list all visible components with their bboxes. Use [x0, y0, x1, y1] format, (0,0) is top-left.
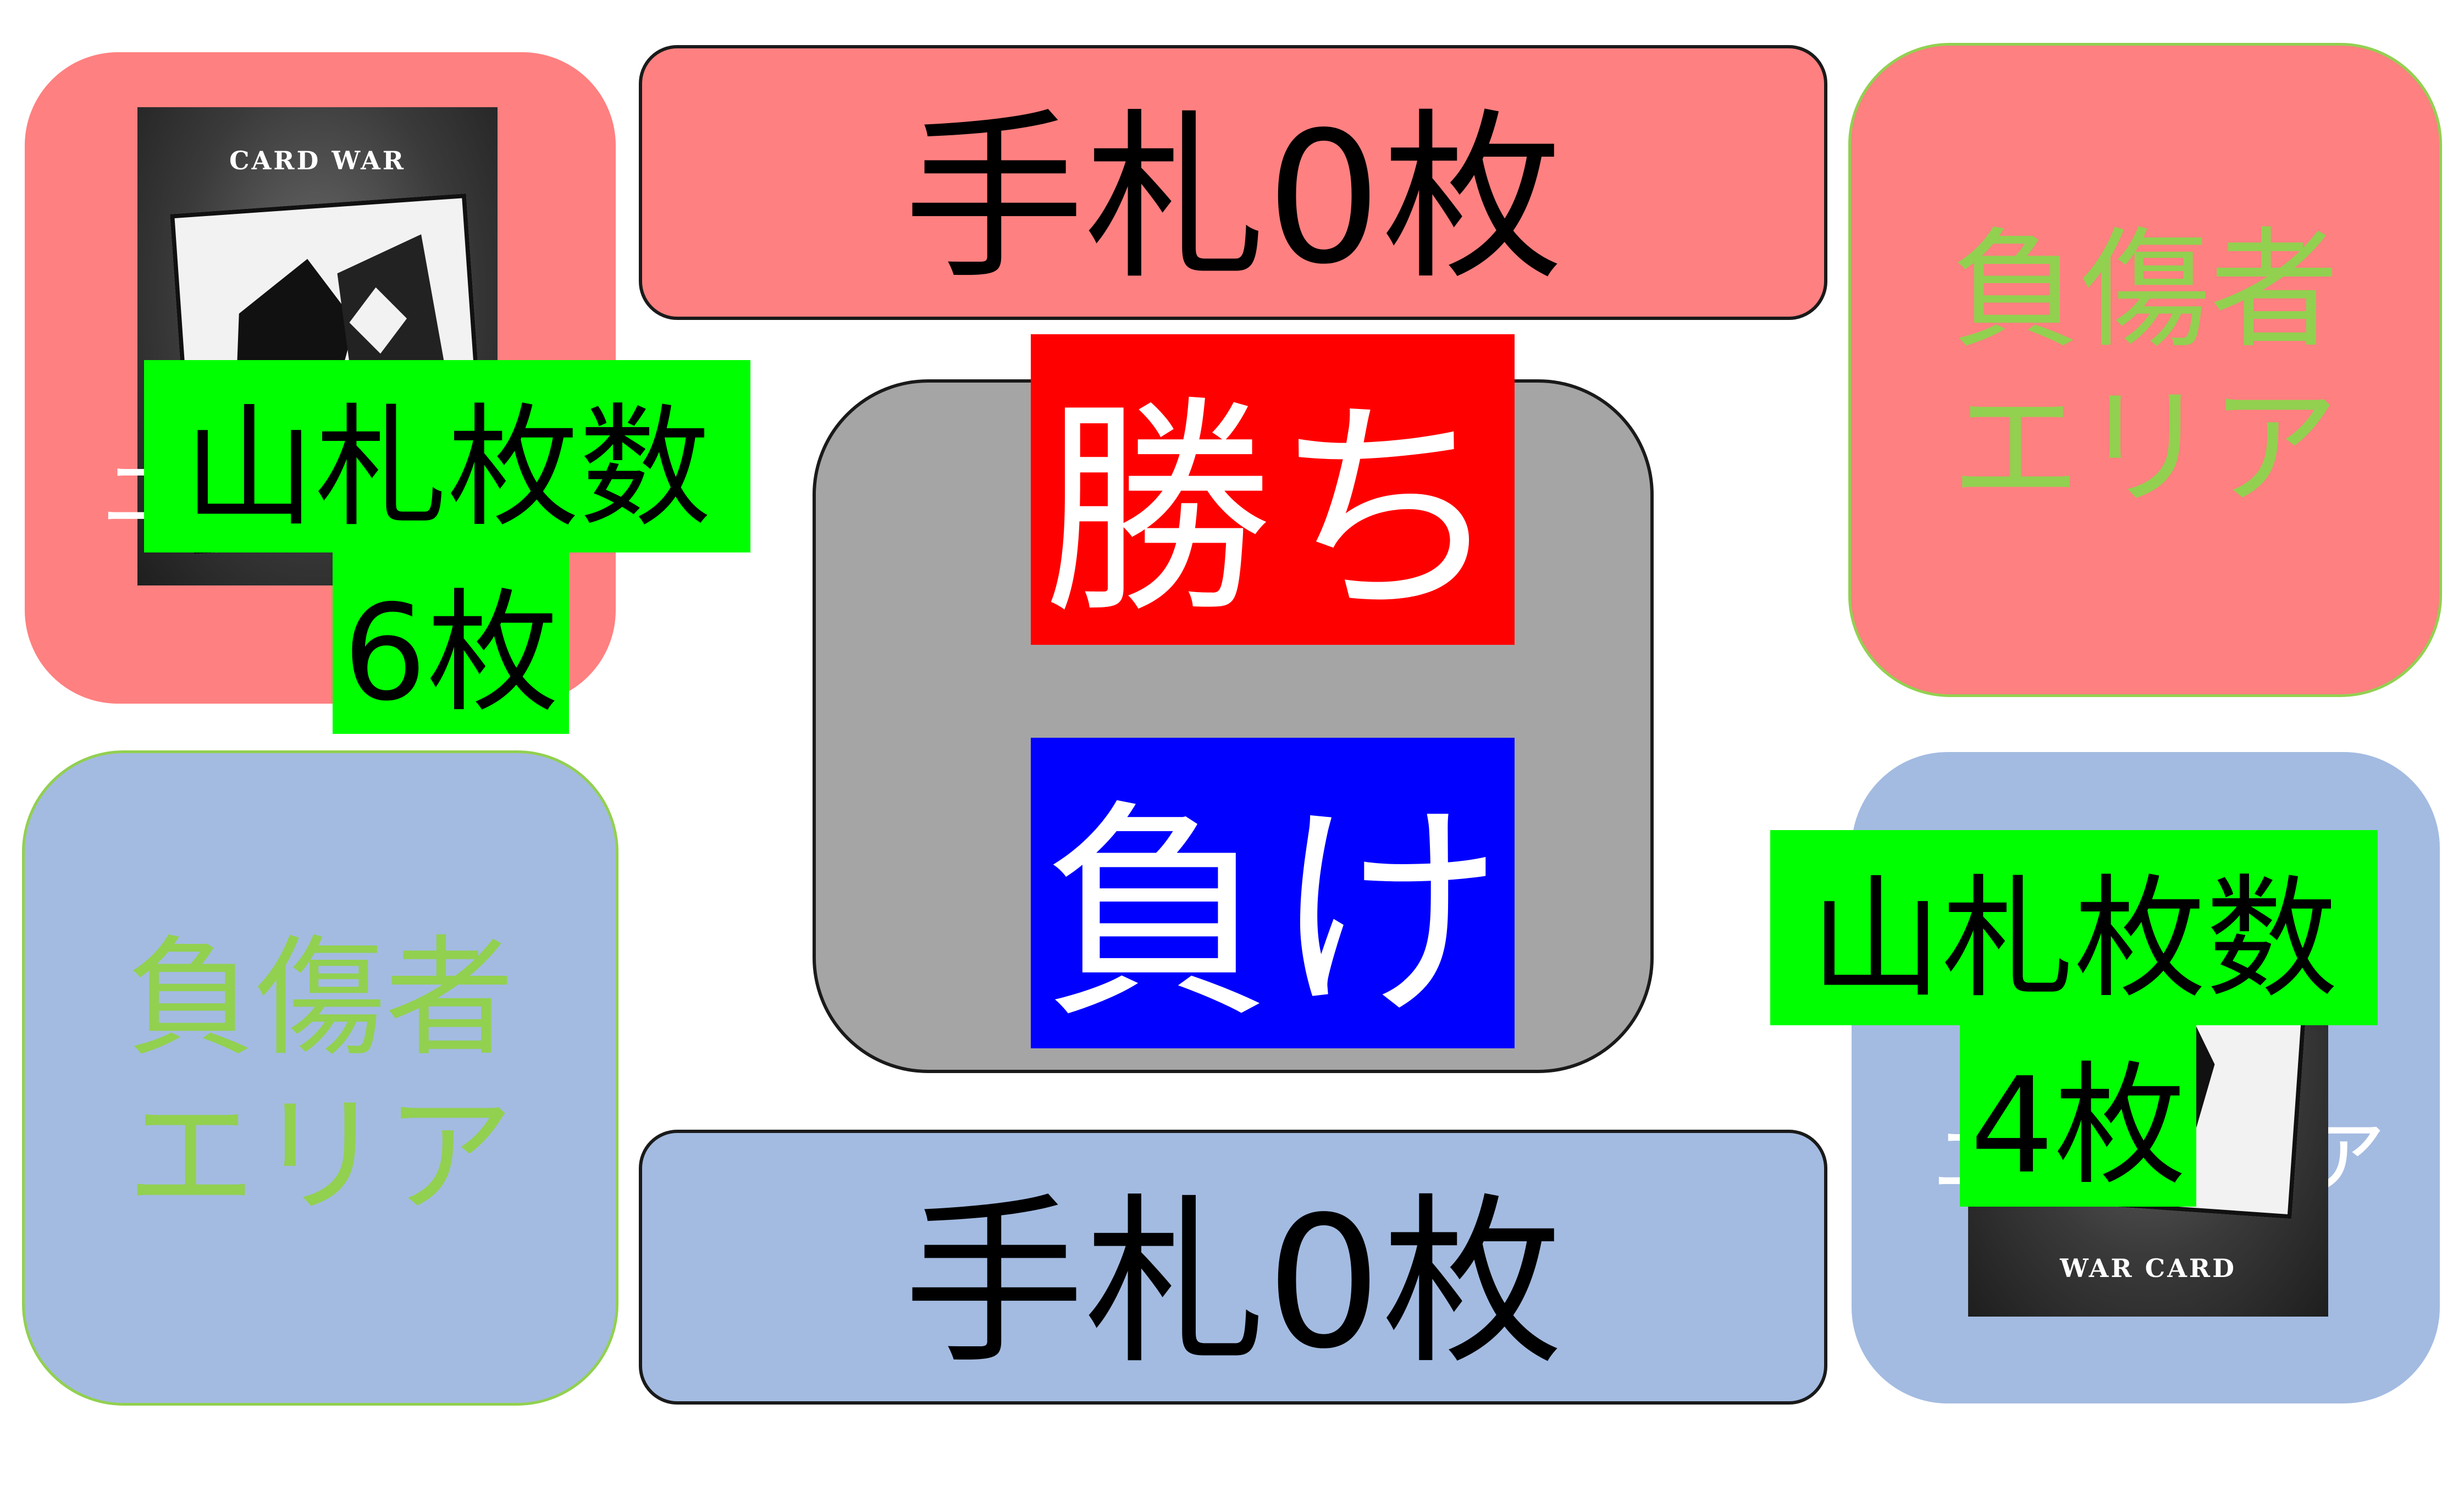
player-deck-count-value: 4枚	[1960, 1022, 2196, 1207]
opponent-hand-count: 手札0枚	[903, 93, 1563, 304]
opponent-deck-card-title: CARD WAR	[229, 146, 406, 175]
player-wounded-zone[interactable]	[22, 750, 618, 1406]
opponent-wounded-zone[interactable]	[1848, 43, 2442, 697]
opponent-wounded-label: 負傷者 エリア	[1951, 215, 2339, 523]
player-deck-card-title: WAR CARD	[2059, 1253, 2237, 1283]
win-button[interactable]: 勝ち	[1031, 334, 1515, 645]
lose-button[interactable]: 負け	[1031, 738, 1515, 1049]
opponent-hand-bar	[639, 45, 1827, 320]
player-wounded-label: 負傷者 エリア	[126, 924, 514, 1231]
opponent-deck-count-label: 山札枚数	[144, 360, 750, 552]
player-hand-bar	[639, 1130, 1827, 1405]
player-deck-count-label: 山札枚数	[1770, 830, 2378, 1025]
opponent-deck-count-value: 6枚	[333, 550, 569, 734]
player-hand-count: 手札0枚	[903, 1178, 1563, 1389]
